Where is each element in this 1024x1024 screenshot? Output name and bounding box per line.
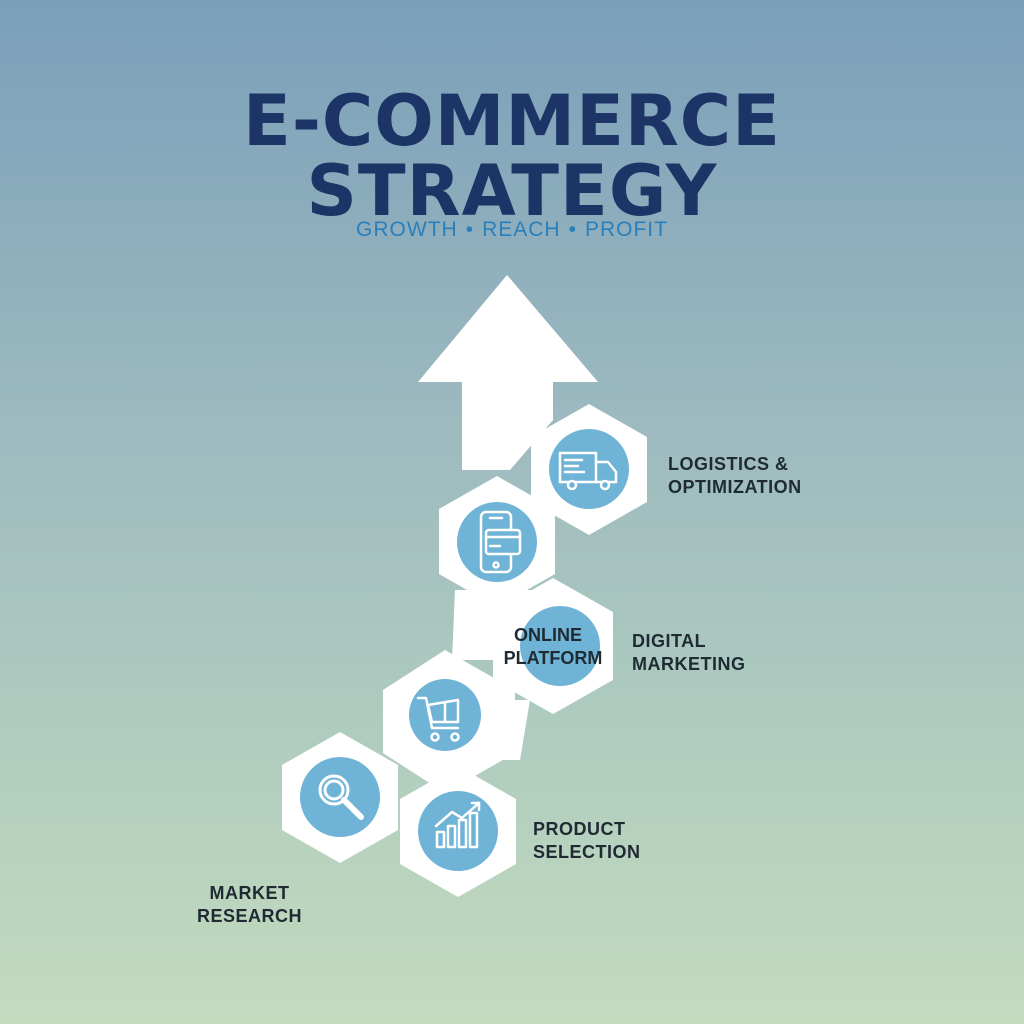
subtitle-word-reach: REACH xyxy=(482,218,561,241)
label-line: OPTIMIZATION xyxy=(668,477,802,497)
step-hex-shopping-cart xyxy=(383,650,515,793)
step-hex-logistics xyxy=(531,404,647,535)
step-hex-mobile-payment xyxy=(439,476,555,607)
shopping-cart-icon xyxy=(416,696,460,742)
magnifier-icon xyxy=(318,774,364,820)
subtitle-word-profit: PROFIT xyxy=(584,218,668,241)
label-product-selection: PRODUCT SELECTION xyxy=(533,818,641,864)
subtitle: GROWTH • REACH • PROFIT xyxy=(0,218,1024,242)
label-line: MARKET xyxy=(209,883,290,903)
label-line: DIGITAL xyxy=(632,631,707,651)
step-icon-circle xyxy=(520,606,600,686)
label-line: LOGISTICS & xyxy=(668,454,789,474)
step-hex-online-platform: ONLINE PLATFORM xyxy=(493,578,613,714)
step-inner-label-line: ONLINE xyxy=(514,625,582,645)
label-line: RESEARCH xyxy=(197,906,303,926)
label-line: MARKETING xyxy=(632,654,746,674)
step-inner-label-line: PLATFORM xyxy=(504,648,603,668)
subtitle-separator: • xyxy=(568,218,577,241)
label-line: PRODUCT xyxy=(533,819,626,839)
growth-chart-icon xyxy=(434,801,481,849)
label-digital-marketing: DIGITAL MARKETING xyxy=(632,630,746,676)
label-line: SELECTION xyxy=(533,842,641,862)
mobile-payment-icon xyxy=(479,510,522,574)
label-logistics-optimization: LOGISTICS & OPTIMIZATION xyxy=(668,453,802,499)
step-hex-market-research xyxy=(282,732,398,863)
subtitle-separator: • xyxy=(465,218,475,241)
subtitle-word-growth: GROWTH xyxy=(356,218,458,241)
label-market-research: MARKET RESEARCH xyxy=(197,882,302,928)
title-line-1: E-COMMERCE xyxy=(243,80,781,162)
delivery-truck-icon xyxy=(558,451,618,491)
title-line-2: STRATEGY xyxy=(306,150,718,232)
step-hex-product-selection xyxy=(400,766,516,897)
